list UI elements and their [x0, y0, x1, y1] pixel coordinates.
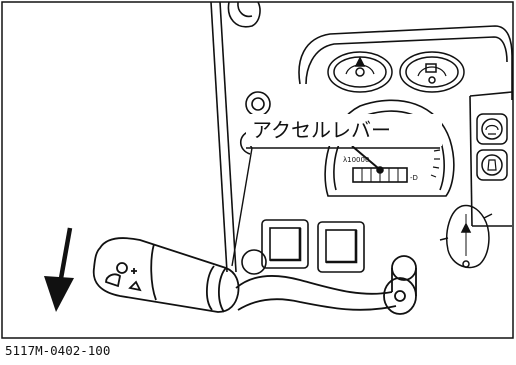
- figure-code: 5117M-0402-100: [5, 343, 111, 358]
- rotary-knob: [439, 204, 493, 269]
- lever-grip: [92, 237, 240, 313]
- warning-lamp-right: [399, 51, 465, 93]
- callout-label-accelerator-lever: アクセルレバー: [252, 118, 391, 142]
- odometer-suffix-text: -D: [410, 174, 418, 182]
- figure-border: [1, 1, 514, 339]
- indicator-lamps-right: [476, 113, 508, 181]
- down-arrow-icon: [44, 227, 74, 312]
- lever-stalk: [235, 255, 417, 315]
- switch-button-left: [261, 219, 309, 269]
- gauge-unit-text: λ10000: [343, 156, 369, 164]
- dashboard-panel: [210, 1, 513, 275]
- callout-label-box: [246, 114, 442, 146]
- switch-button-right: [317, 221, 365, 273]
- warning-lamp-left: [327, 51, 393, 93]
